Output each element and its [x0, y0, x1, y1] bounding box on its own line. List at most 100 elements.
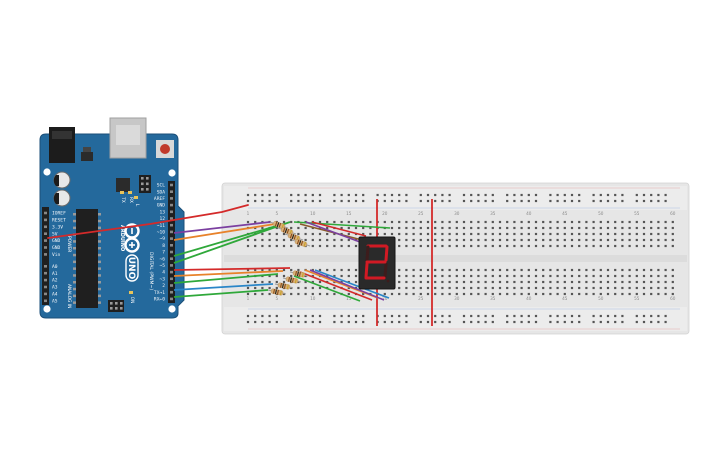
breadboard-hole[interactable]	[534, 292, 538, 296]
rail-hole[interactable]	[405, 320, 408, 324]
breadboard-hole[interactable]	[635, 292, 638, 296]
breadboard-hole[interactable]	[477, 220, 480, 224]
breadboard-hole[interactable]	[290, 268, 293, 272]
breadboard-hole[interactable]	[333, 274, 336, 278]
breadboard-hole[interactable]	[434, 226, 437, 230]
breadboard-hole[interactable]	[534, 268, 538, 272]
breadboard-hole[interactable]	[578, 268, 581, 272]
breadboard-hole[interactable]	[606, 226, 610, 230]
breadboard-hole[interactable]	[657, 280, 660, 284]
breadboard-hole[interactable]	[628, 226, 631, 230]
breadboard-hole[interactable]	[383, 292, 386, 296]
rail-hole[interactable]	[347, 199, 350, 203]
breadboard-hole[interactable]	[448, 238, 451, 242]
header-pin[interactable]	[170, 264, 173, 267]
breadboard-hole[interactable]	[635, 244, 638, 248]
rail-hole[interactable]	[599, 314, 602, 318]
rail-hole[interactable]	[563, 193, 566, 197]
rail-hole[interactable]	[434, 314, 437, 318]
digital-header-pins[interactable]	[170, 183, 173, 301]
breadboard-hole[interactable]	[614, 232, 617, 236]
breadboard-hole[interactable]	[549, 268, 552, 272]
rail-hole[interactable]	[470, 199, 473, 203]
rail-hole[interactable]	[318, 199, 322, 203]
rail-hole[interactable]	[268, 320, 271, 324]
breadboard-hole[interactable]	[650, 220, 653, 224]
breadboard-hole[interactable]	[268, 232, 271, 236]
breadboard-hole[interactable]	[434, 244, 437, 248]
breadboard-hole[interactable]	[527, 226, 530, 230]
breadboard-hole[interactable]	[426, 280, 430, 284]
breadboard-hole[interactable]	[426, 220, 430, 224]
breadboard-hole[interactable]	[513, 292, 516, 296]
wire-blue-lower[interactable]	[173, 283, 274, 291]
rail-hole[interactable]	[304, 193, 307, 197]
rail-hole[interactable]	[664, 314, 667, 318]
rail-hole[interactable]	[599, 320, 602, 324]
rail-hole[interactable]	[477, 314, 480, 318]
breadboard-hole[interactable]	[606, 292, 610, 296]
breadboard-hole[interactable]	[556, 286, 559, 290]
breadboard-hole[interactable]	[455, 244, 458, 248]
breadboard-hole[interactable]	[592, 232, 595, 236]
breadboard-hole[interactable]	[657, 244, 660, 248]
breadboard-hole[interactable]	[491, 292, 494, 296]
rail-hole[interactable]	[664, 199, 667, 203]
breadboard-hole[interactable]	[441, 238, 444, 242]
breadboard-hole[interactable]	[419, 226, 422, 230]
rail-hole[interactable]	[513, 193, 516, 197]
breadboard-hole[interactable]	[441, 268, 444, 272]
breadboard-hole[interactable]	[642, 274, 646, 278]
wire-green-lower-2[interactable]	[173, 289, 269, 298]
rail-hole[interactable]	[506, 320, 509, 324]
breadboard-hole[interactable]	[592, 286, 595, 290]
breadboard-hole[interactable]	[340, 274, 343, 278]
rail-hole[interactable]	[614, 314, 617, 318]
rail-hole[interactable]	[419, 314, 422, 318]
breadboard-hole[interactable]	[657, 226, 660, 230]
breadboard-hole[interactable]	[542, 244, 545, 248]
breadboard-hole[interactable]	[426, 226, 430, 230]
breadboard-hole[interactable]	[297, 280, 300, 284]
breadboard-hole[interactable]	[254, 280, 257, 284]
breadboard-hole[interactable]	[664, 226, 667, 230]
breadboard-hole[interactable]	[448, 274, 451, 278]
breadboard-hole[interactable]	[246, 292, 250, 296]
rail-hole[interactable]	[448, 199, 451, 203]
rail-hole[interactable]	[477, 199, 480, 203]
breadboard-hole[interactable]	[585, 220, 588, 224]
rail-hole[interactable]	[470, 193, 473, 197]
rail-hole[interactable]	[383, 314, 386, 318]
breadboard-hole[interactable]	[311, 244, 314, 248]
breadboard-hole[interactable]	[506, 238, 509, 242]
breadboard-hole[interactable]	[491, 280, 494, 284]
breadboard-hole[interactable]	[354, 220, 358, 224]
breadboard-hole[interactable]	[484, 238, 487, 242]
breadboard-hole[interactable]	[520, 274, 523, 278]
breadboard-hole[interactable]	[513, 220, 516, 224]
breadboard-hole[interactable]	[614, 238, 617, 242]
rail-hole[interactable]	[318, 320, 322, 324]
wire-blue-to-display[interactable]	[314, 269, 390, 299]
rail-hole[interactable]	[246, 314, 250, 318]
rail-hole[interactable]	[405, 314, 408, 318]
breadboard-hole[interactable]	[434, 232, 437, 236]
wire-orange-upper[interactable]	[173, 223, 276, 241]
breadboard-hole[interactable]	[254, 268, 257, 272]
breadboard-hole[interactable]	[614, 268, 617, 272]
header-pin[interactable]	[170, 284, 173, 287]
rail-hole[interactable]	[491, 320, 494, 324]
wire-green-lower[interactable]	[173, 273, 279, 284]
breadboard-hole[interactable]	[606, 220, 610, 224]
rail-hole[interactable]	[578, 199, 581, 203]
breadboard-hole[interactable]	[333, 232, 336, 236]
rail-hole[interactable]	[261, 193, 264, 197]
breadboard-hole[interactable]	[542, 232, 545, 236]
rail-hole[interactable]	[570, 314, 574, 318]
rail-hole[interactable]	[376, 193, 379, 197]
breadboard-hole[interactable]	[369, 220, 372, 224]
breadboard-hole[interactable]	[498, 268, 502, 272]
breadboard-hole[interactable]	[599, 226, 602, 230]
breadboard-hole[interactable]	[520, 268, 523, 272]
